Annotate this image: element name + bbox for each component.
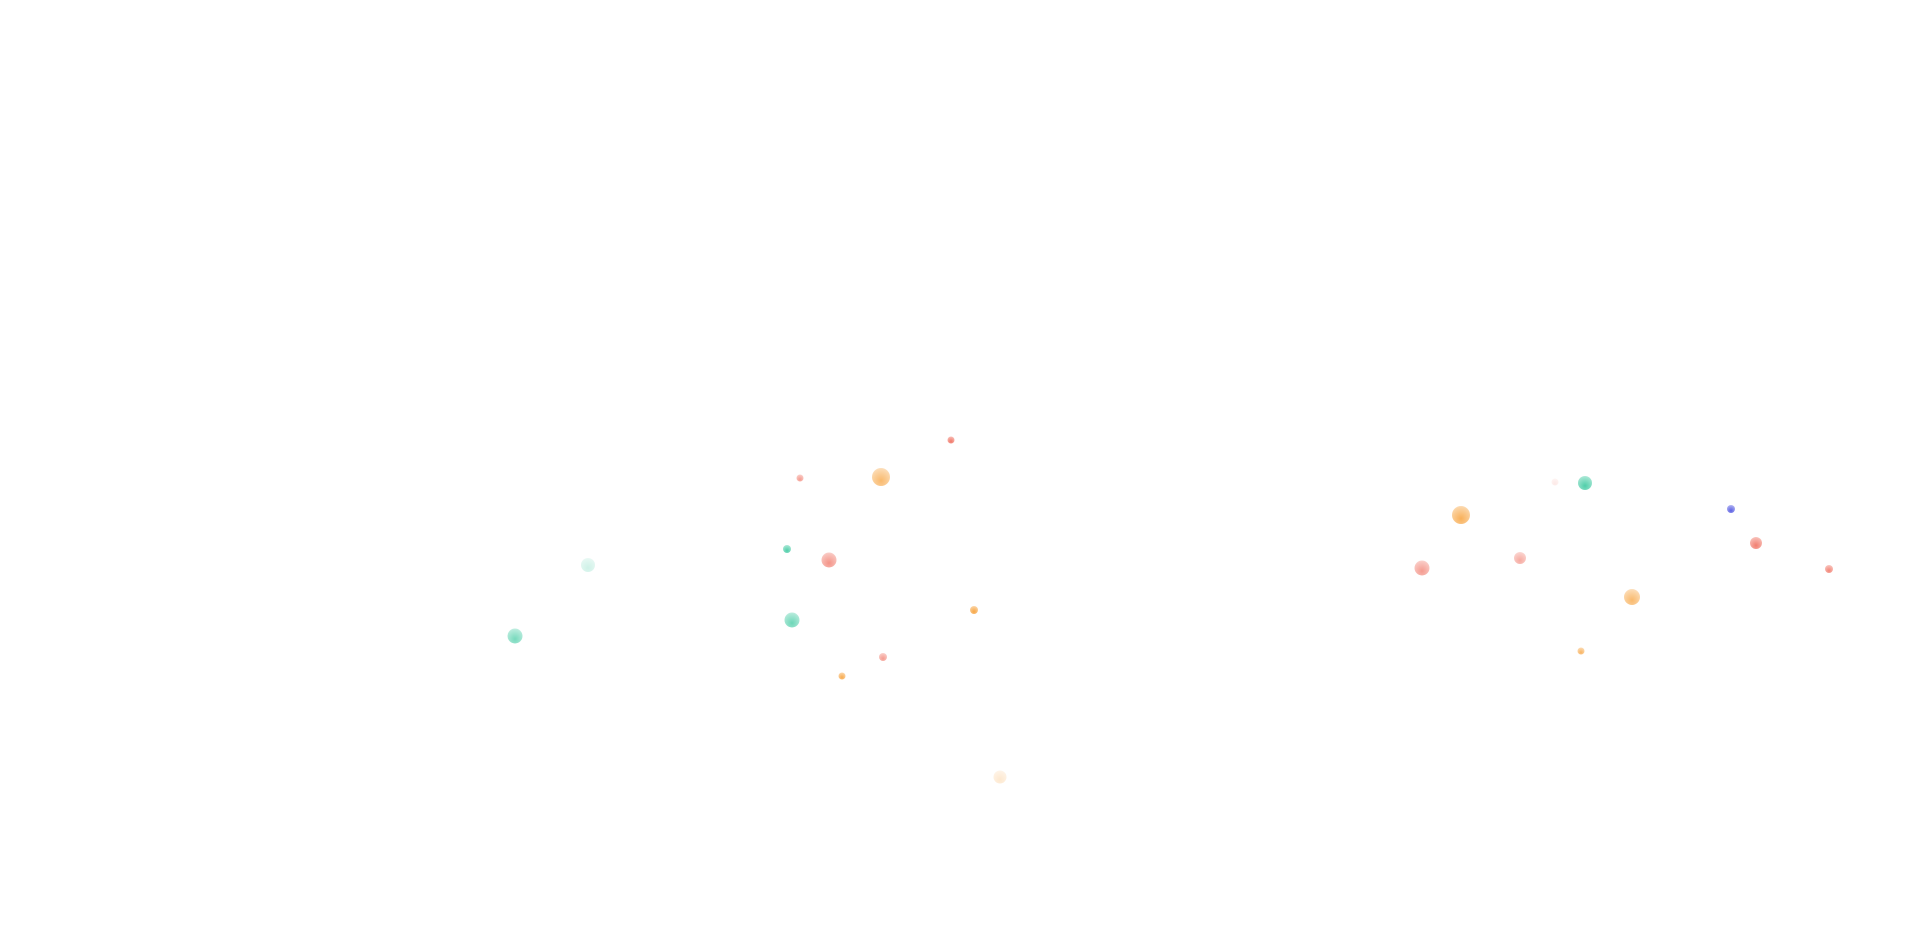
particle-coral [947, 436, 955, 444]
particle-teal [1578, 476, 1592, 490]
particle-coral [1514, 552, 1526, 564]
particle-coral [1825, 565, 1833, 573]
particle-orange [1577, 647, 1585, 655]
particle-coral [821, 552, 837, 568]
particle-teal [783, 545, 791, 553]
particle-orange [1452, 506, 1470, 524]
particle-indigo [1727, 505, 1735, 513]
particle-orange [970, 606, 978, 614]
particle-orange [872, 468, 890, 486]
particle-teal [784, 612, 800, 628]
particle-coral [1750, 537, 1762, 549]
particle-coral [879, 653, 887, 661]
particle-teal [507, 628, 523, 644]
particle-orange [993, 770, 1007, 784]
particle-coral [1414, 560, 1430, 576]
particle-teal [581, 558, 595, 572]
particle-coral [796, 474, 804, 482]
particle-coral [1551, 478, 1559, 486]
particle-orange [838, 672, 846, 680]
particle-orange [1624, 589, 1640, 605]
